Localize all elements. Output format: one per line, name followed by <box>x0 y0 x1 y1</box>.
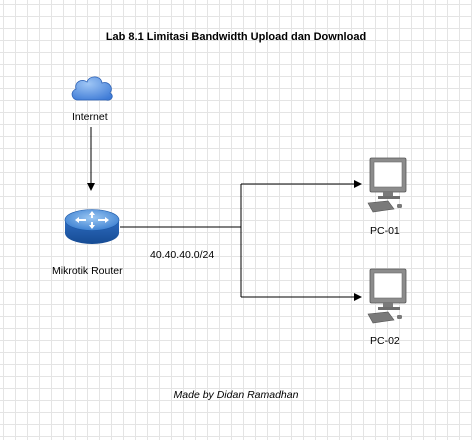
router-icon <box>64 209 120 244</box>
pc2-label: PC-02 <box>370 335 400 347</box>
pc2-computer-icon <box>367 268 407 324</box>
pc1-computer-icon <box>367 157 407 213</box>
subnet-label: 40.40.40.0/24 <box>150 249 215 261</box>
router-label: Mikrotik Router <box>52 265 123 277</box>
cloud-icon <box>71 76 113 101</box>
pc1-label: PC-01 <box>370 225 400 237</box>
credit-text: Made by Didan Ramadhan <box>173 389 299 401</box>
diagram-title: Lab 8.1 Limitasi Bandwidth Upload dan Do… <box>105 31 367 43</box>
internet-label: Internet <box>72 111 108 123</box>
